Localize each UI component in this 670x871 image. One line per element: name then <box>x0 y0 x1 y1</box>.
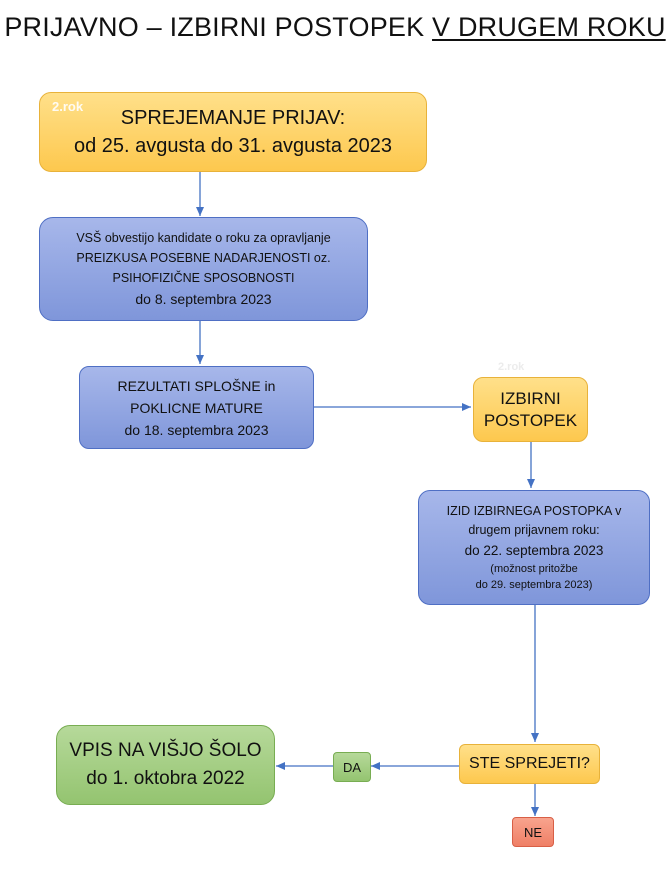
node-text: REZULTATI SPLOŠNE in <box>117 377 276 394</box>
node-text: SPREJEMANJE PRIJAV: <box>120 107 346 129</box>
round-tag: 2.rok <box>498 361 525 373</box>
node-text: NE <box>523 824 543 840</box>
node-izid-postopka: IZID IZBIRNEGA POSTOPKA v drugem prijavn… <box>418 490 650 605</box>
node-izbirni-postopek: 2.rok IZBIRNI POSTOPEK <box>473 361 588 442</box>
node-text: POKLICNE MATURE <box>130 399 263 416</box>
node-text: od 25. avgusta do 31. avgusta 2023 <box>73 135 393 157</box>
node-rezultati-mature: REZULTATI SPLOŠNE in POKLICNE MATURE do … <box>79 366 314 449</box>
page-title: PRIJAVNO – IZBIRNI POSTOPEK V DRUGEM ROK… <box>0 12 670 43</box>
node-text: PSIHOFIZIČNE SPOSOBNOSTI <box>112 271 295 285</box>
node-text: do 22. septembra 2023 <box>464 543 604 558</box>
node-sprejemanje-prijav: 2.rok SPREJEMANJE PRIJAV: od 25. avgusta… <box>39 92 427 172</box>
node-text: DA <box>342 759 362 775</box>
node-text: PREIZKUSA POSEBNE NADARJENOSTI oz. <box>76 251 331 265</box>
node-da: DA <box>333 752 371 782</box>
node-text: do 1. oktobra 2022 <box>86 768 245 789</box>
title-main: PRIJAVNO – IZBIRNI POSTOPEK <box>4 12 433 42</box>
node-text: do 18. septembra 2023 <box>124 421 269 438</box>
node-vpis-na-visjo-solo: VPIS NA VIŠJO ŠOLO do 1. oktobra 2022 <box>56 725 275 805</box>
node-text: do 8. septembra 2023 <box>135 291 272 307</box>
node-obvestilo-kandidatov: VSŠ obvestijo kandidate o roku za opravl… <box>39 217 368 321</box>
node-text: (možnost pritožbe <box>490 563 578 575</box>
node-ne: NE <box>512 817 554 847</box>
node-text: IZID IZBIRNEGA POSTOPKA v <box>446 504 622 518</box>
node-text: POSTOPEK <box>483 410 578 430</box>
node-text: STE SPREJETI? <box>469 755 590 772</box>
title-underlined: V DRUGEM ROKU <box>432 12 666 42</box>
round-tag: 2.rok <box>52 99 84 114</box>
node-text: do 29. septembra 2023) <box>475 579 593 591</box>
node-text: IZBIRNI <box>500 388 561 408</box>
node-text: VSŠ obvestijo kandidate o roku za opravl… <box>76 231 331 245</box>
node-text: VPIS NA VIŠJO ŠOLO <box>69 740 262 761</box>
node-text: drugem prijavnem roku: <box>468 523 600 537</box>
node-ste-sprejeti: STE SPREJETI? <box>459 744 600 784</box>
